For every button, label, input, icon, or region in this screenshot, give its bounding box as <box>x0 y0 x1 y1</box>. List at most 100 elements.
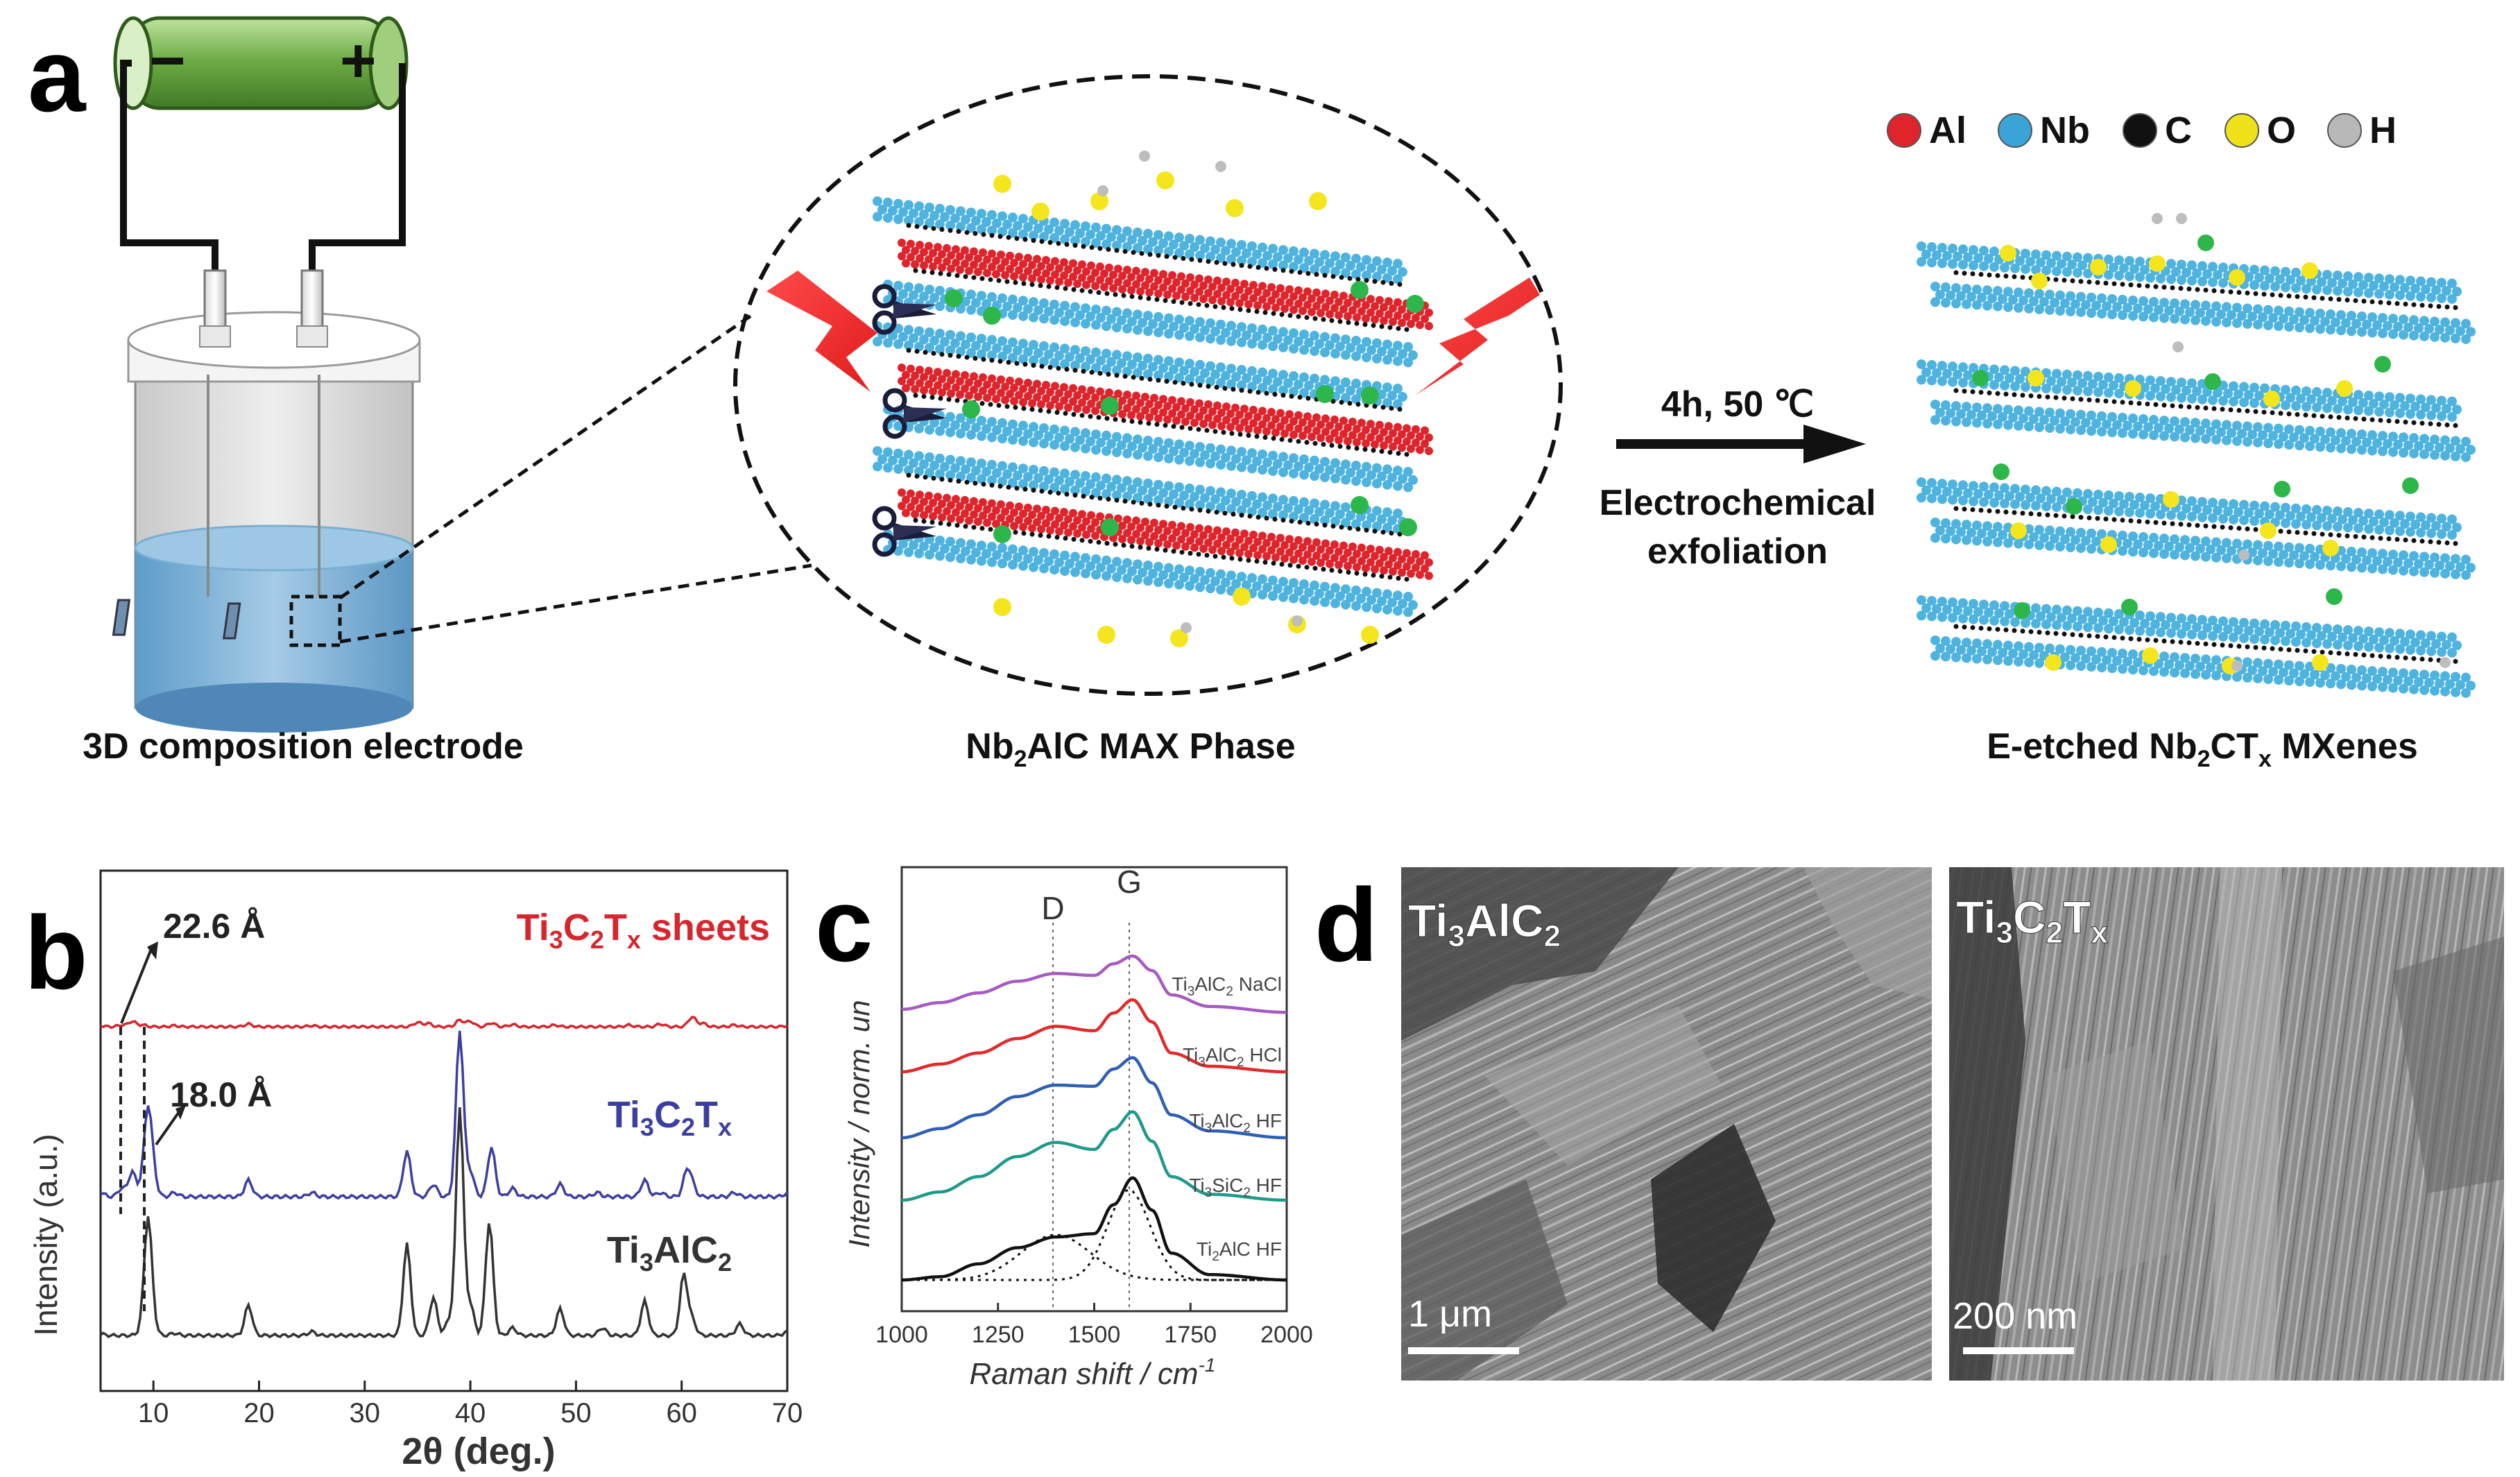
atom <box>2268 431 2278 441</box>
atom <box>1127 316 1137 327</box>
atom <box>1147 377 1153 382</box>
atom <box>1131 250 1136 255</box>
atom <box>1314 339 1324 349</box>
atom <box>1001 382 1009 391</box>
atom <box>2145 493 2155 504</box>
atom <box>1229 431 1235 436</box>
atom <box>1123 404 1131 413</box>
atom <box>2440 450 2450 461</box>
atom <box>1278 467 1288 477</box>
atom <box>1239 513 1244 518</box>
atom <box>1258 407 1267 416</box>
atom <box>1158 238 1168 248</box>
atom <box>1181 256 1186 262</box>
atom <box>1121 543 1126 548</box>
atom <box>2274 675 2283 685</box>
atom <box>1330 333 1340 343</box>
atom <box>2220 524 2225 530</box>
atom <box>2451 318 2460 328</box>
atom <box>2367 312 2377 323</box>
atom <box>1127 359 1137 370</box>
atom <box>1006 501 1014 510</box>
atom <box>2416 645 2426 656</box>
atom <box>1013 552 1022 563</box>
atom <box>1102 446 1111 456</box>
atom <box>1070 345 1080 355</box>
atom <box>1279 436 1285 442</box>
atom <box>1221 429 1226 435</box>
atom <box>2253 555 2263 565</box>
atom <box>2008 295 2018 305</box>
atom <box>1022 237 1028 242</box>
atom <box>914 348 920 354</box>
atom <box>1425 322 1433 330</box>
atom <box>2045 630 2050 635</box>
atom <box>2263 540 2273 551</box>
atom <box>1070 220 1080 230</box>
atom <box>898 289 908 299</box>
atom <box>2286 629 2295 639</box>
atom <box>1237 556 1243 562</box>
atom <box>2149 297 2159 307</box>
atom <box>1164 454 1174 463</box>
atom <box>2406 275 2415 286</box>
atom <box>2410 402 2420 412</box>
atom <box>1271 311 1276 316</box>
atom <box>1972 536 1982 546</box>
atom <box>1942 250 1952 261</box>
atom <box>939 352 945 357</box>
atom <box>1051 382 1059 391</box>
surface-atom <box>1406 295 1424 313</box>
sem-image-left: Ti3AlC2 1 μm <box>1401 867 1932 1381</box>
atom <box>929 249 937 257</box>
atom <box>2253 409 2258 414</box>
atom <box>1262 375 1272 386</box>
atom <box>1091 531 1099 540</box>
x-tick-label: 10 <box>138 1398 169 1428</box>
atom <box>2067 377 2077 388</box>
atom <box>919 541 929 552</box>
atom <box>1994 373 2004 383</box>
atom <box>983 268 991 278</box>
atom <box>1258 574 1267 584</box>
atom <box>2437 293 2446 303</box>
atom <box>1143 576 1153 586</box>
atom <box>1078 273 1086 282</box>
atom <box>2440 553 2450 563</box>
atom <box>2187 496 2197 506</box>
atom <box>2305 323 2315 334</box>
atom <box>2039 415 2049 425</box>
atom <box>2265 509 2274 520</box>
atom <box>2361 416 2367 422</box>
atom <box>2409 684 2419 694</box>
atom <box>2195 425 2205 436</box>
atom <box>2345 651 2350 656</box>
atom <box>1097 246 1103 251</box>
atom <box>2286 393 2295 403</box>
hydrogen-atom <box>1181 622 1192 633</box>
atom <box>1362 271 1371 280</box>
atom <box>1141 281 1149 290</box>
mxene-c-layer <box>1953 506 2458 546</box>
atom <box>1222 416 1231 425</box>
atom <box>1070 552 1080 562</box>
atom <box>1946 290 1955 300</box>
oxygen-atom <box>1156 171 1174 189</box>
atom <box>1154 577 1163 588</box>
atom <box>1129 293 1135 299</box>
atom <box>1977 410 1987 420</box>
atom <box>1147 252 1153 257</box>
xrd-arrowhead-1 <box>147 941 158 959</box>
atom <box>1279 311 1285 317</box>
atom <box>2066 291 2075 301</box>
atom <box>913 393 918 398</box>
atom <box>2222 302 2231 312</box>
atom <box>2275 274 2285 284</box>
atom <box>1060 441 1070 451</box>
atom <box>1069 384 1077 393</box>
atom <box>2145 611 2155 622</box>
atom <box>2275 628 2285 638</box>
atom <box>2364 524 2374 534</box>
atom <box>1122 373 1128 379</box>
atom <box>2245 644 2250 649</box>
